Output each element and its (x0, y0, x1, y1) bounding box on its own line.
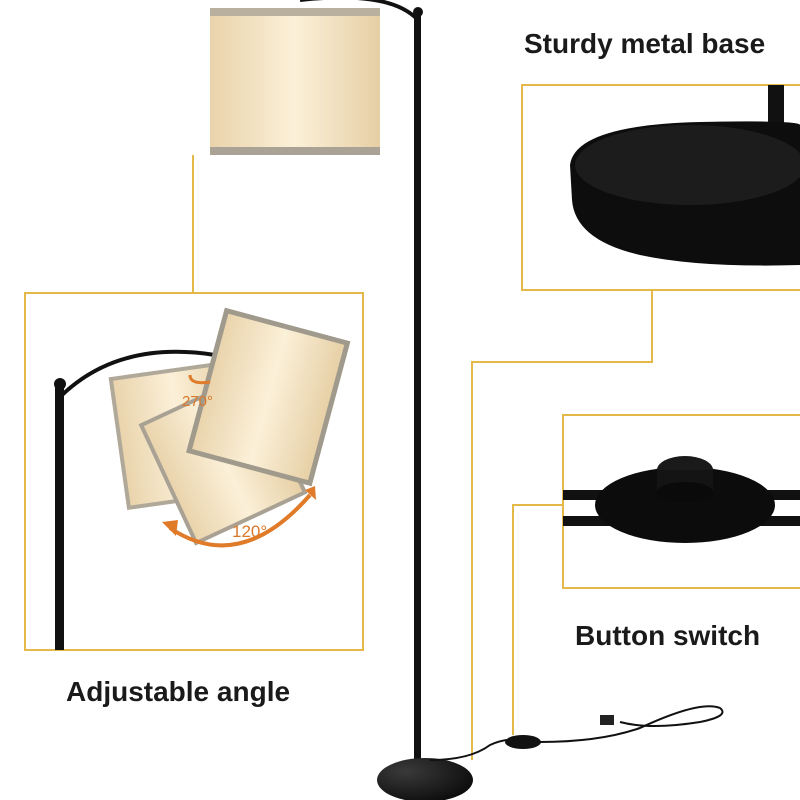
switch-detail-frame (562, 414, 800, 589)
main-lamp (210, 0, 724, 800)
lamp-shade (210, 8, 380, 155)
base-detail-frame (521, 84, 800, 291)
rotate-arrow (188, 374, 211, 385)
plug (600, 715, 614, 725)
tilt-angle-label: 120° (232, 522, 268, 541)
rotate-angle-label: 270° (182, 393, 214, 410)
caption-switch: Button switch (575, 620, 761, 651)
caption-angle: Adjustable angle (66, 676, 291, 707)
tilt-arrow (168, 493, 312, 548)
base-detail (570, 85, 800, 266)
foot-switch-small (505, 735, 541, 749)
caption-base: Sturdy metal base (524, 28, 766, 59)
callout-frames (24, 84, 800, 760)
switch-detail (563, 456, 800, 543)
lamp-base (377, 758, 473, 800)
angle-detail (54, 307, 351, 650)
